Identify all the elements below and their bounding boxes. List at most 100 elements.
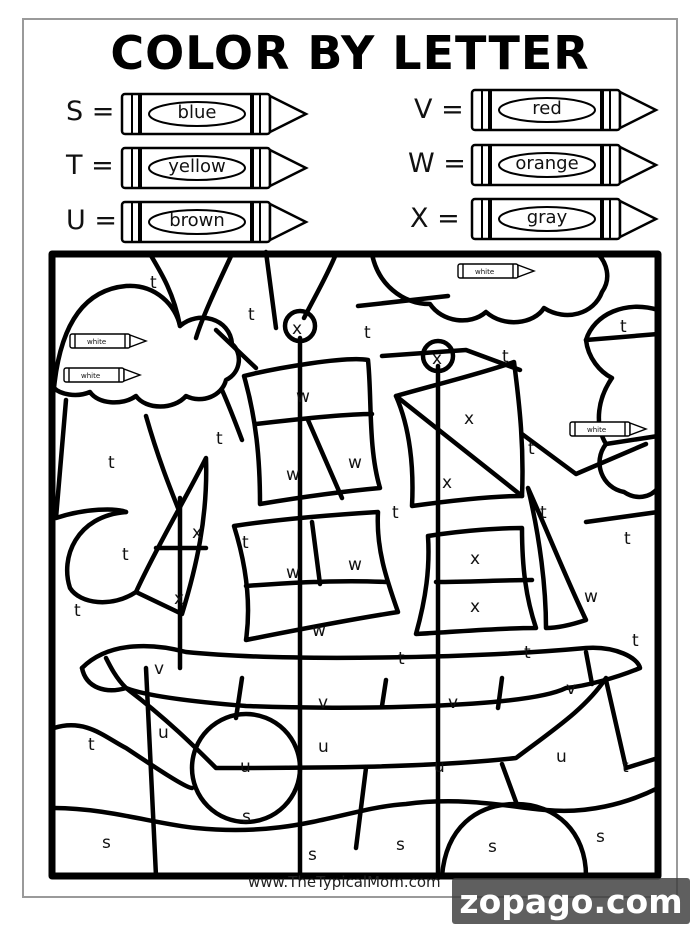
key-letter-x: X = — [410, 203, 460, 234]
crayon-icon: orange — [470, 143, 660, 187]
region-letter: x — [470, 549, 480, 569]
region-letter: t — [622, 757, 629, 777]
ship-hull-bottom — [123, 675, 609, 771]
region-letter: v — [154, 659, 164, 679]
crayon-icon — [69, 333, 148, 349]
crayon-icon — [569, 421, 648, 437]
wave-line — [51, 723, 195, 791]
region-letter: t — [392, 503, 399, 523]
sail-lower-left — [231, 509, 401, 643]
crows-nest-left — [282, 308, 318, 344]
region-letter: s — [102, 833, 111, 853]
picture-frame — [48, 250, 662, 880]
key-letter-t: T = — [66, 150, 114, 181]
region-letter: x — [442, 473, 452, 493]
sail-lower-right — [413, 525, 539, 637]
region-letter: t — [108, 453, 115, 473]
crayon-label-orange: orange — [515, 153, 579, 174]
crayon-icon: blue — [120, 92, 310, 136]
ship-coloring-picture: white white white white t t t t t t t t … — [48, 249, 662, 881]
sail-upper-right-line — [393, 393, 525, 499]
region-letter: t — [620, 317, 627, 337]
porthole-left — [189, 711, 303, 825]
sky-line — [147, 251, 183, 329]
sky-line — [301, 251, 339, 321]
crayon-icon: brown — [120, 200, 310, 244]
region-letter: x — [470, 597, 480, 617]
crayon-icon — [63, 367, 142, 383]
region-letter: t — [398, 649, 405, 669]
ship-hull-top — [79, 643, 643, 710]
key-letter-v: V = — [414, 94, 464, 125]
region-letter: t — [248, 305, 255, 325]
region-letter: x — [292, 319, 302, 339]
watermark-text: zopago.com — [459, 882, 683, 921]
region-letter: t — [524, 643, 531, 663]
watermark: zopago.com — [452, 878, 690, 924]
mini-crayon-label: white — [475, 268, 494, 276]
wave-bow — [64, 509, 139, 605]
crayon-icon: yellow — [120, 146, 310, 190]
front-sail — [133, 455, 209, 617]
region-letter: w — [286, 563, 300, 583]
crayon-label-red: red — [532, 98, 562, 119]
region-letter: s — [488, 837, 497, 857]
sail-jib — [525, 485, 589, 631]
region-letter: v — [318, 693, 328, 713]
cloud-top — [369, 251, 610, 325]
sky-line — [193, 251, 235, 341]
region-letter: w — [584, 587, 598, 607]
page-title: COLOR BY LETTER — [110, 26, 590, 80]
region-letter: u — [556, 747, 567, 767]
region-letter: t — [624, 529, 631, 549]
sail-lower-right-line — [433, 577, 535, 585]
crayon-icon: red — [470, 88, 660, 132]
mini-crayon-label: white — [81, 372, 100, 380]
region-letter: s — [596, 827, 605, 847]
region-letter: w — [312, 621, 326, 641]
region-letter: t — [528, 439, 535, 459]
sail-upper-right — [393, 359, 525, 509]
region-letter: t — [216, 429, 223, 449]
region-letter: x — [192, 523, 202, 543]
crows-nest-right — [420, 338, 456, 374]
region-letter: u — [434, 757, 445, 777]
region-letter: v — [448, 693, 458, 713]
region-letter: t — [122, 545, 129, 565]
crayon-icon — [457, 263, 536, 279]
footer-url: www.TheTypicalMom.com — [248, 873, 441, 891]
key-letter-u: U = — [66, 205, 117, 236]
region-letter: u — [240, 757, 251, 777]
crayon-label-yellow: yellow — [168, 156, 226, 177]
cloud-left — [51, 283, 241, 409]
region-letter: t — [88, 735, 95, 755]
region-letter: u — [158, 723, 169, 743]
region-letter: x — [174, 589, 184, 609]
mini-crayon-label: white — [587, 426, 606, 434]
region-letter: t — [632, 631, 639, 651]
region-letter: t — [540, 503, 547, 523]
region-letter: s — [396, 835, 405, 855]
key-letter-w: W = — [408, 148, 466, 179]
porthole-right — [439, 801, 589, 879]
region-letter: w — [348, 555, 362, 575]
region-letter: s — [308, 845, 317, 865]
region-letter: t — [150, 273, 157, 293]
sky-line — [53, 397, 661, 525]
sail-upper-left-lines — [253, 411, 375, 501]
cloud-right — [583, 304, 661, 500]
region-letter: x — [464, 409, 474, 429]
sky-line — [143, 387, 245, 511]
page-border — [22, 18, 678, 898]
region-letter: t — [74, 601, 81, 621]
region-letter: w — [286, 465, 300, 485]
sail-upper-left — [241, 356, 383, 507]
region-letter: t — [364, 323, 371, 343]
crayon-label-gray: gray — [526, 207, 568, 228]
crayon-label-brown: brown — [169, 210, 225, 231]
region-letter: w — [348, 453, 362, 473]
region-letter: v — [566, 679, 576, 699]
crayon-label-blue: blue — [177, 102, 217, 123]
sail-lower-left-lines — [243, 519, 389, 589]
